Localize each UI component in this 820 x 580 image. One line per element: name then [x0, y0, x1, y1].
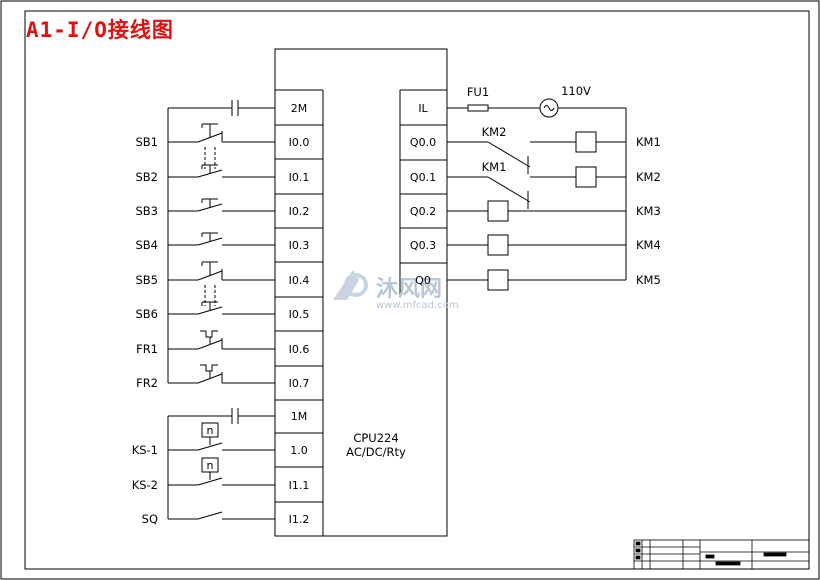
input-terminal: I0.4 [289, 274, 310, 287]
output-terminal: IL [418, 102, 428, 115]
output-terminal: Q0.1 [410, 171, 436, 184]
device-label: SB1 [135, 135, 158, 149]
output-terminal: Q0.2 [410, 205, 436, 218]
speed-relay-symbol: n [207, 424, 214, 437]
device-label: SB3 [135, 204, 158, 218]
input-terminal: 1.0 [290, 444, 308, 457]
svg-text:沐风网: 沐风网 [376, 277, 442, 302]
coil [575, 166, 597, 188]
device-label: KS-2 [132, 478, 158, 492]
switch-blade [197, 511, 223, 520]
input-terminal: I1.2 [289, 513, 310, 526]
device-label: SB5 [135, 273, 158, 287]
output-terminal: Q0.0 [410, 136, 436, 149]
interlock-label: KM2 [482, 125, 507, 139]
input-terminal: I0.0 [289, 136, 310, 149]
input-row-2m: 2M [168, 100, 323, 126]
switch-blade [197, 169, 223, 178]
device-label: SB2 [135, 170, 158, 184]
interlock-contact [487, 141, 531, 168]
input-terminal: I0.6 [289, 343, 310, 356]
output-row-km4: Q0.3 KM4 [400, 227, 661, 256]
input-row-sb4: I0.3 SB4 [135, 232, 323, 263]
input-row-sb6: I0.5 SB6 [135, 301, 323, 332]
output-row-km3: Q0.2 KM3 [400, 193, 661, 222]
device-label: SQ [142, 512, 158, 526]
switch-blade [197, 203, 223, 212]
input-row-sb2: I0.1 SB2 [135, 164, 323, 195]
plc-cpu [274, 48, 448, 537]
input-row-ks-1: 1.0 KS-1 n [132, 422, 323, 468]
input-row-sb5: I0.4 SB5 [135, 261, 323, 298]
coil [487, 269, 509, 291]
device-label: FR1 [136, 342, 158, 356]
input-terminal: I0.5 [289, 308, 310, 321]
title-block [633, 539, 810, 570]
interlock-contact [487, 176, 531, 203]
input-terminal: I0.2 [289, 205, 310, 218]
switch-blade [197, 306, 223, 315]
device-label: SB6 [135, 307, 158, 321]
fuse [467, 104, 489, 112]
speed-relay-symbol: n [207, 459, 214, 472]
coil [575, 131, 597, 153]
voltage-label: 110V [561, 84, 591, 98]
cpu-model: CPU224 [353, 431, 398, 445]
device-label: FR2 [136, 376, 158, 390]
coil-label: KM1 [636, 135, 661, 149]
coil-label: KM3 [636, 204, 661, 218]
coil-label: KM5 [636, 273, 661, 287]
input-row-ks-2: I1.1 KS-2 n [132, 457, 323, 503]
fuse-label: FU1 [467, 85, 489, 99]
coil [487, 200, 509, 222]
device-label: SB4 [135, 238, 158, 252]
device-label: KS-1 [132, 443, 158, 457]
input-row-sq: I1.2 SQ [142, 511, 323, 537]
switch-blade [197, 339, 223, 350]
coil-label: KM4 [636, 238, 661, 252]
switch-blade [197, 442, 223, 451]
thermal-actuator [200, 364, 218, 372]
inner-frame [24, 10, 810, 570]
switch-blade [197, 373, 223, 384]
input-row-sb3: I0.2 SB3 [135, 198, 323, 229]
input-row-sb1: I0.0 SB1 [135, 123, 323, 160]
mechanical-link [204, 147, 216, 169]
output-terminal: Q0 [415, 274, 431, 287]
input-terminal: 1M [291, 410, 308, 423]
mechanical-link [204, 285, 216, 306]
ac-wave [543, 105, 555, 111]
output-row-km5: Q0 KM5 [400, 262, 661, 291]
input-terminal: 2M [291, 102, 308, 115]
input-row-1m: 1M [168, 408, 323, 434]
thermal-actuator [200, 330, 218, 338]
switch-blade [197, 477, 223, 486]
input-terminal: I1.1 [289, 479, 310, 492]
switch-blade [197, 237, 223, 246]
input-circuit: 2MI0.0SB1I0.1SB2I0.2SB3I0.3SB4I0.4SB5I0.… [132, 100, 323, 537]
watermark: 沐风网 www.mfcad.com [333, 270, 459, 311]
output-row-il: IL FU1 110V [418, 84, 626, 118]
coil-label: KM2 [636, 170, 661, 184]
svg-text:www.mfcad.com: www.mfcad.com [376, 300, 459, 311]
cpu-type: AC/DC/Rty [346, 445, 406, 459]
input-row-fr2: I0.7 FR2 [136, 364, 323, 401]
drawing-title: A1-I/O接线图 [26, 18, 174, 42]
coil [487, 234, 509, 256]
interlock-label: KM1 [482, 160, 507, 174]
input-terminal: I0.7 [289, 377, 310, 390]
output-terminal: Q0.3 [410, 239, 436, 252]
input-row-fr1: I0.6 FR1 [136, 330, 323, 367]
input-terminal: I0.3 [289, 239, 310, 252]
input-terminal: I0.1 [289, 171, 310, 184]
